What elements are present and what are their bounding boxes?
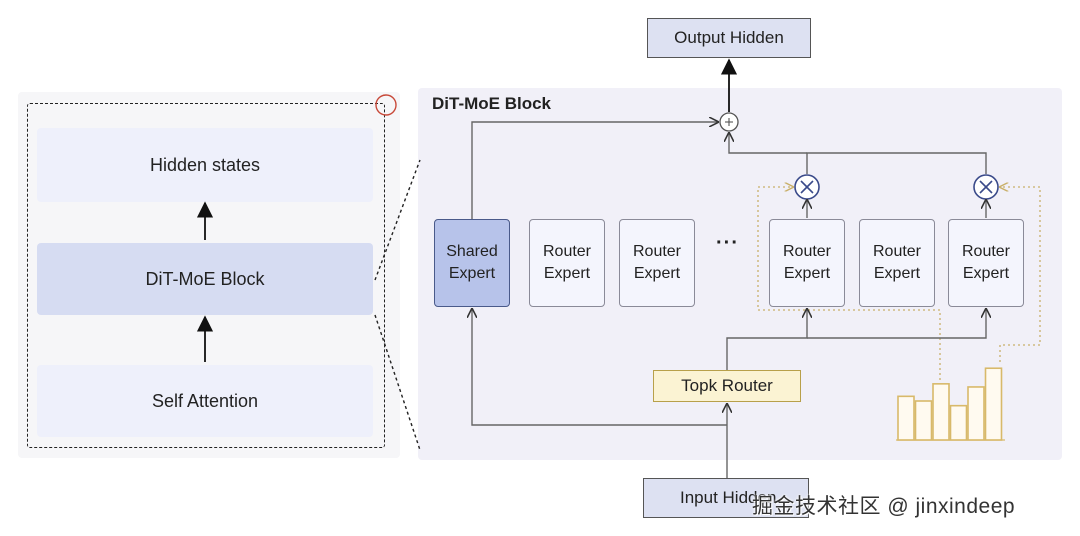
self-attention-label: Self Attention (151, 390, 259, 411)
expert-label-line1: Router (872, 243, 922, 260)
zoom-guide-top (374, 159, 421, 281)
router-expert-box: Router Expert (859, 219, 935, 307)
expert-label-line1: Router (782, 243, 832, 260)
multiply-2-x-b (979, 180, 993, 194)
expert-label-line1: Router (961, 243, 1011, 260)
router-to-expert-5 (807, 310, 986, 339)
router-expert-box: Router Expert (769, 219, 845, 307)
expert-label-line1: Router (632, 243, 682, 260)
expert-label-line2: Expert (783, 265, 831, 282)
right-panel-title: DiT-MoE Block (432, 94, 552, 113)
expert-label-line2: Expert (448, 265, 496, 282)
ellipsis: ··· (716, 232, 739, 254)
expert-label-line1: Router (542, 243, 592, 260)
input-hidden-box: Input Hidden (643, 478, 809, 518)
input-hidden-label: Input Hidden (680, 488, 777, 507)
weight-line-2 (1000, 187, 1041, 362)
left-dashed-frame (27, 103, 385, 448)
expert-label-line1: Shared (446, 243, 498, 260)
dit-moe-block-label: DiT-MoE Block (145, 268, 265, 289)
merge-to-sum-line (729, 134, 807, 154)
dit-moe-block-left: DiT-MoE Block (37, 243, 373, 315)
shared-to-sum-line (471, 122, 717, 219)
watermark: 掘金技术社区 @ jinxindeep (752, 495, 1016, 518)
multiplies-to-sum-line (806, 152, 987, 174)
router-expert-box: Router Expert (619, 219, 695, 307)
output-hidden-box: Output Hidden (647, 18, 811, 58)
router-expert-box: Router Expert (948, 219, 1024, 307)
expert-label-line2: Expert (633, 265, 681, 282)
topk-router-label: Topk Router (681, 376, 773, 395)
router-weight-bar (967, 386, 985, 441)
router-weight-bar (949, 404, 968, 441)
input-to-shared-expert (472, 310, 727, 426)
expert-label-line2: Expert (543, 265, 591, 282)
zoom-guide-bottom (374, 314, 421, 451)
output-hidden-label: Output Hidden (674, 28, 784, 47)
self-attention-block: Self Attention (37, 365, 373, 437)
router-weight-bar (897, 395, 915, 441)
topk-router-box: Topk Router (653, 370, 801, 402)
router-weight-bars (896, 367, 1005, 441)
shared-expert-box: Shared Expert (434, 219, 510, 307)
router-weight-bar (932, 383, 950, 441)
router-weight-bar (914, 400, 933, 441)
router-weight-bar (984, 367, 1003, 441)
zoom-marker-icon (375, 94, 397, 116)
hidden-states-label: Hidden states (149, 154, 261, 175)
router-to-expert-3 (726, 310, 807, 370)
weight-line-1 (757, 187, 941, 380)
multiply-1-x-b (800, 180, 814, 194)
router-expert-box: Router Expert (529, 219, 605, 307)
hidden-states-block: Hidden states (37, 128, 373, 202)
expert-label-line2: Expert (873, 265, 921, 282)
expert-label-line2: Expert (962, 265, 1010, 282)
